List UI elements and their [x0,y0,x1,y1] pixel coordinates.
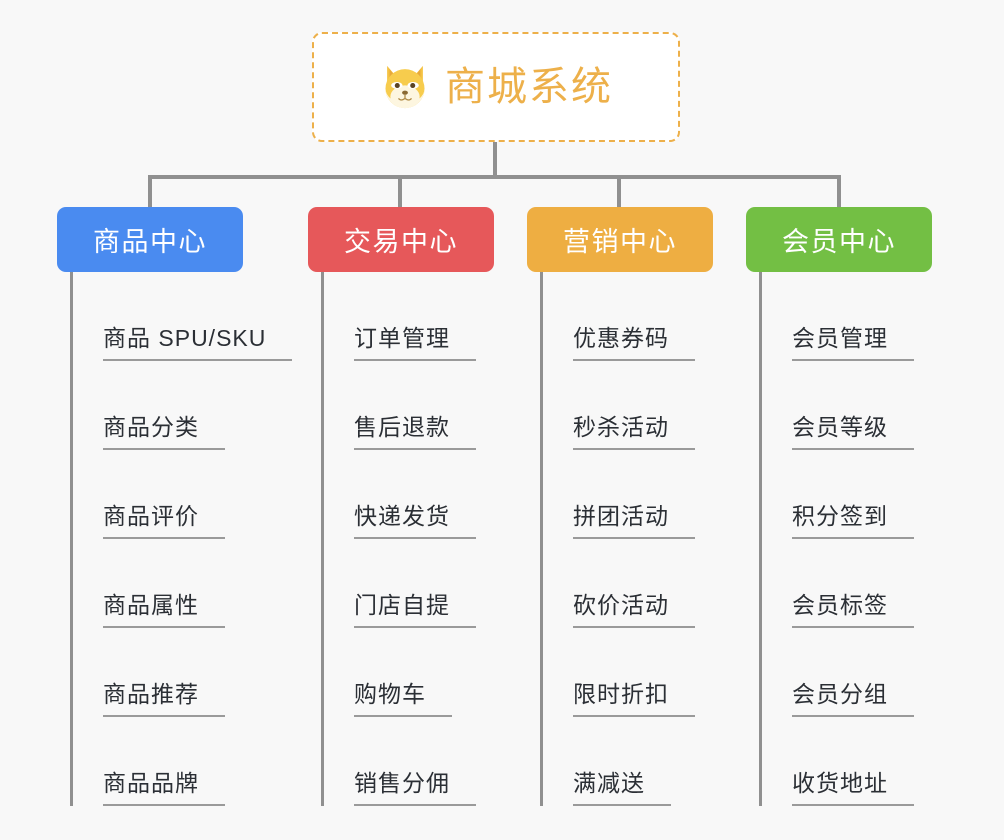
leaf-label: 商品推荐 [103,683,225,717]
connector-drop-2 [398,175,402,208]
leaf-label: 积分签到 [792,505,914,539]
category-header-marketing-center[interactable]: 营销中心 [527,207,713,272]
leaf-label: 秒杀活动 [573,416,695,450]
trunk-line-member-center [759,272,762,806]
leaf-label: 商品属性 [103,594,225,628]
leaf-label: 购物车 [354,683,452,717]
leaf-list-trade-center: 订单管理 售后退款 快递发货 门店自提 购物车 销售分佣 [321,272,476,806]
connector-horizontal-bus [148,175,841,179]
list-item[interactable]: 砍价活动 [540,539,695,628]
list-item[interactable]: 会员标签 [759,539,914,628]
list-item[interactable]: 秒杀活动 [540,361,695,450]
connector-drop-3 [617,175,621,208]
leaf-label: 快递发货 [354,505,476,539]
leaf-label: 收货地址 [792,772,914,806]
list-item[interactable]: 门店自提 [321,539,476,628]
leaf-label: 满减送 [573,772,671,806]
list-item[interactable]: 商品评价 [70,450,292,539]
list-item[interactable]: 优惠券码 [540,272,695,361]
shiba-dog-face-icon [379,61,431,113]
leaf-label: 销售分佣 [354,772,476,806]
list-item[interactable]: 商品品牌 [70,717,292,806]
list-item[interactable]: 拼团活动 [540,450,695,539]
leaf-label: 拼团活动 [573,505,695,539]
trunk-line-marketing-center [540,272,543,806]
leaf-label: 会员标签 [792,594,914,628]
list-item[interactable]: 商品分类 [70,361,292,450]
list-item[interactable]: 商品 SPU/SKU [70,272,293,361]
list-item[interactable]: 快递发货 [321,450,476,539]
trunk-line-trade-center [321,272,324,806]
list-item[interactable]: 积分签到 [759,450,914,539]
list-item[interactable]: 销售分佣 [321,717,476,806]
category-title: 交易中心 [344,227,458,257]
list-item[interactable]: 限时折扣 [540,628,695,717]
list-item[interactable]: 订单管理 [321,272,476,361]
category-header-product-center[interactable]: 商品中心 [57,207,243,272]
leaf-list-product-center: 商品 SPU/SKU 商品分类 商品评价 商品属性 商品推荐 商品品牌 [70,272,293,806]
column-trade-center: 交易中心 订单管理 售后退款 快递发货 门店自提 购物车 销售分佣 [308,207,494,806]
root-title: 商城系统 [445,65,613,109]
leaf-label: 会员等级 [792,416,914,450]
leaf-label: 会员管理 [792,327,914,361]
leaf-label: 售后退款 [354,416,476,450]
root-node[interactable]: 商城系统 [312,32,680,142]
category-title: 商品中心 [93,227,207,257]
list-item[interactable]: 满减送 [540,717,695,806]
leaf-label: 商品评价 [103,505,225,539]
column-product-center: 商品中心 商品 SPU/SKU 商品分类 商品评价 商品属性 商品推荐 商品品牌 [57,207,293,806]
leaf-label: 限时折扣 [573,683,695,717]
leaf-label: 商品品牌 [103,772,225,806]
list-item[interactable]: 收货地址 [759,717,914,806]
trunk-line-product-center [70,272,73,806]
category-title: 营销中心 [563,227,677,257]
leaf-label: 订单管理 [354,327,476,361]
connector-root-stem [493,142,497,178]
leaf-label: 商品 SPU/SKU [103,327,293,361]
leaf-label: 会员分组 [792,683,914,717]
list-item[interactable]: 售后退款 [321,361,476,450]
leaf-label: 砍价活动 [573,594,695,628]
list-item[interactable]: 商品推荐 [70,628,292,717]
column-marketing-center: 营销中心 优惠券码 秒杀活动 拼团活动 砍价活动 限时折扣 满减送 [527,207,713,806]
category-header-trade-center[interactable]: 交易中心 [308,207,494,272]
leaf-label: 优惠券码 [573,327,695,361]
category-title: 会员中心 [782,227,896,257]
list-item[interactable]: 商品属性 [70,539,292,628]
connector-drop-1 [148,175,152,208]
leaf-list-marketing-center: 优惠券码 秒杀活动 拼团活动 砍价活动 限时折扣 满减送 [540,272,695,806]
leaf-label: 门店自提 [354,594,476,628]
connector-drop-4 [837,175,841,208]
category-header-member-center[interactable]: 会员中心 [746,207,932,272]
list-item[interactable]: 会员等级 [759,361,914,450]
leaf-list-member-center: 会员管理 会员等级 积分签到 会员标签 会员分组 收货地址 [759,272,914,806]
list-item[interactable]: 购物车 [321,628,476,717]
column-member-center: 会员中心 会员管理 会员等级 积分签到 会员标签 会员分组 收货地址 [746,207,932,806]
list-item[interactable]: 会员管理 [759,272,914,361]
leaf-label: 商品分类 [103,416,225,450]
list-item[interactable]: 会员分组 [759,628,914,717]
